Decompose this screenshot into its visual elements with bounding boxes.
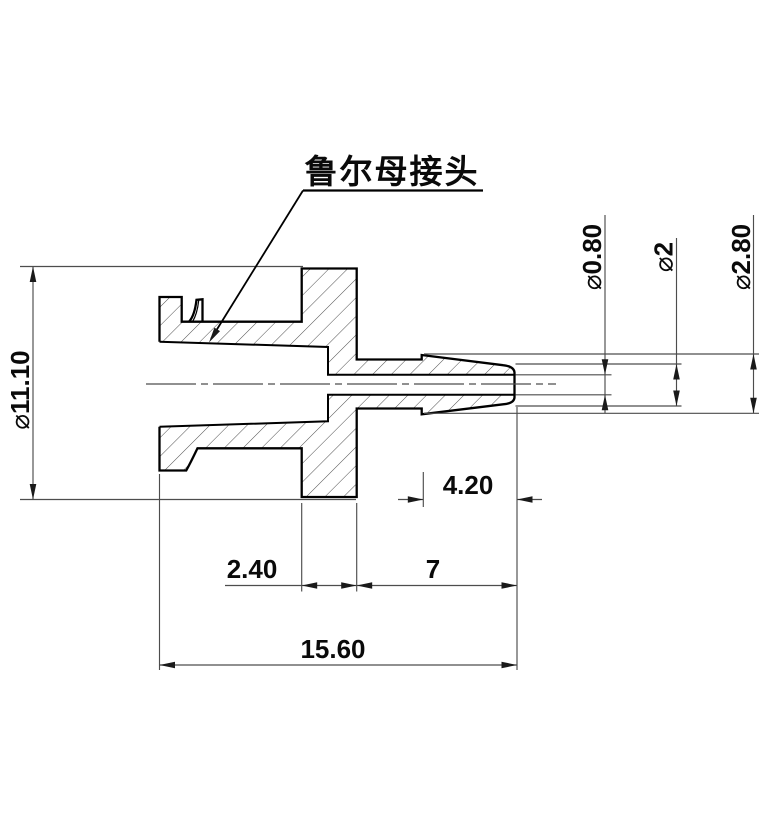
part-outline — [158, 267, 516, 499]
cavity-edges — [159, 340, 515, 428]
dim-text-l7: 7 — [426, 554, 440, 584]
dimension-lines — [20, 215, 759, 670]
dimension-texts: ⌀11.10 ⌀0.80 ⌀2 ⌀2.80 4.20 2.40 7 15.60 — [5, 224, 756, 664]
callout: 鲁尔母接头 — [206, 153, 483, 345]
dim-text-d1110: ⌀11.10 — [5, 350, 35, 429]
thread-lug-curve — [191, 300, 200, 323]
callout-leader-line — [210, 190, 304, 340]
dim-text-d280: ⌀2.80 — [726, 224, 756, 290]
dim-text-l1560: 15.60 — [300, 634, 365, 664]
dim-text-d080: ⌀0.80 — [577, 224, 607, 290]
dim-text-l420: 4.20 — [443, 470, 494, 500]
dim-text-l240: 2.40 — [227, 554, 278, 584]
dim-text-d2: ⌀2 — [649, 242, 679, 272]
callout-label: 鲁尔母接头 — [305, 153, 480, 190]
dimension-arrows — [29, 266, 757, 669]
part-section-view — [146, 267, 556, 499]
